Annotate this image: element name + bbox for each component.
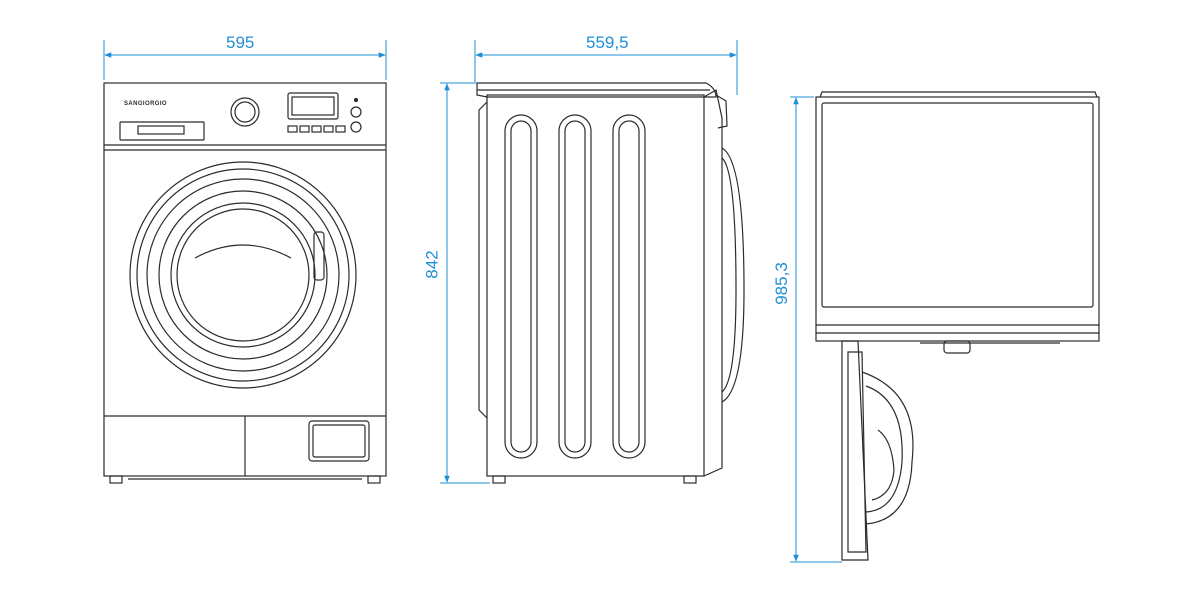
dimension-lines: [103, 40, 842, 563]
filter-cover: [308, 420, 370, 462]
side-slot-1: [504, 114, 538, 459]
top-view: [815, 91, 1100, 561]
side-slot-3: [612, 114, 646, 459]
door-ring-outer: [129, 161, 357, 389]
dim-label-top-depth: 985,3: [771, 262, 791, 305]
open-door-bowl: [861, 371, 914, 525]
dim-label-side-depth: 559,5: [586, 33, 629, 52]
dim-label-height: 842: [422, 250, 442, 279]
display: [287, 92, 339, 120]
door-glass: [170, 202, 316, 348]
front-view: [103, 82, 387, 484]
brand-logo: SANGIORGIO: [124, 101, 168, 107]
side-cabinet: [486, 94, 705, 477]
side-slot-2: [558, 114, 592, 459]
detergent-drawer: [119, 121, 205, 141]
program-knob: [230, 97, 260, 127]
side-view: [476, 82, 745, 484]
dim-label-front-width: 595: [226, 33, 255, 52]
top-cabinet: [815, 96, 1100, 342]
